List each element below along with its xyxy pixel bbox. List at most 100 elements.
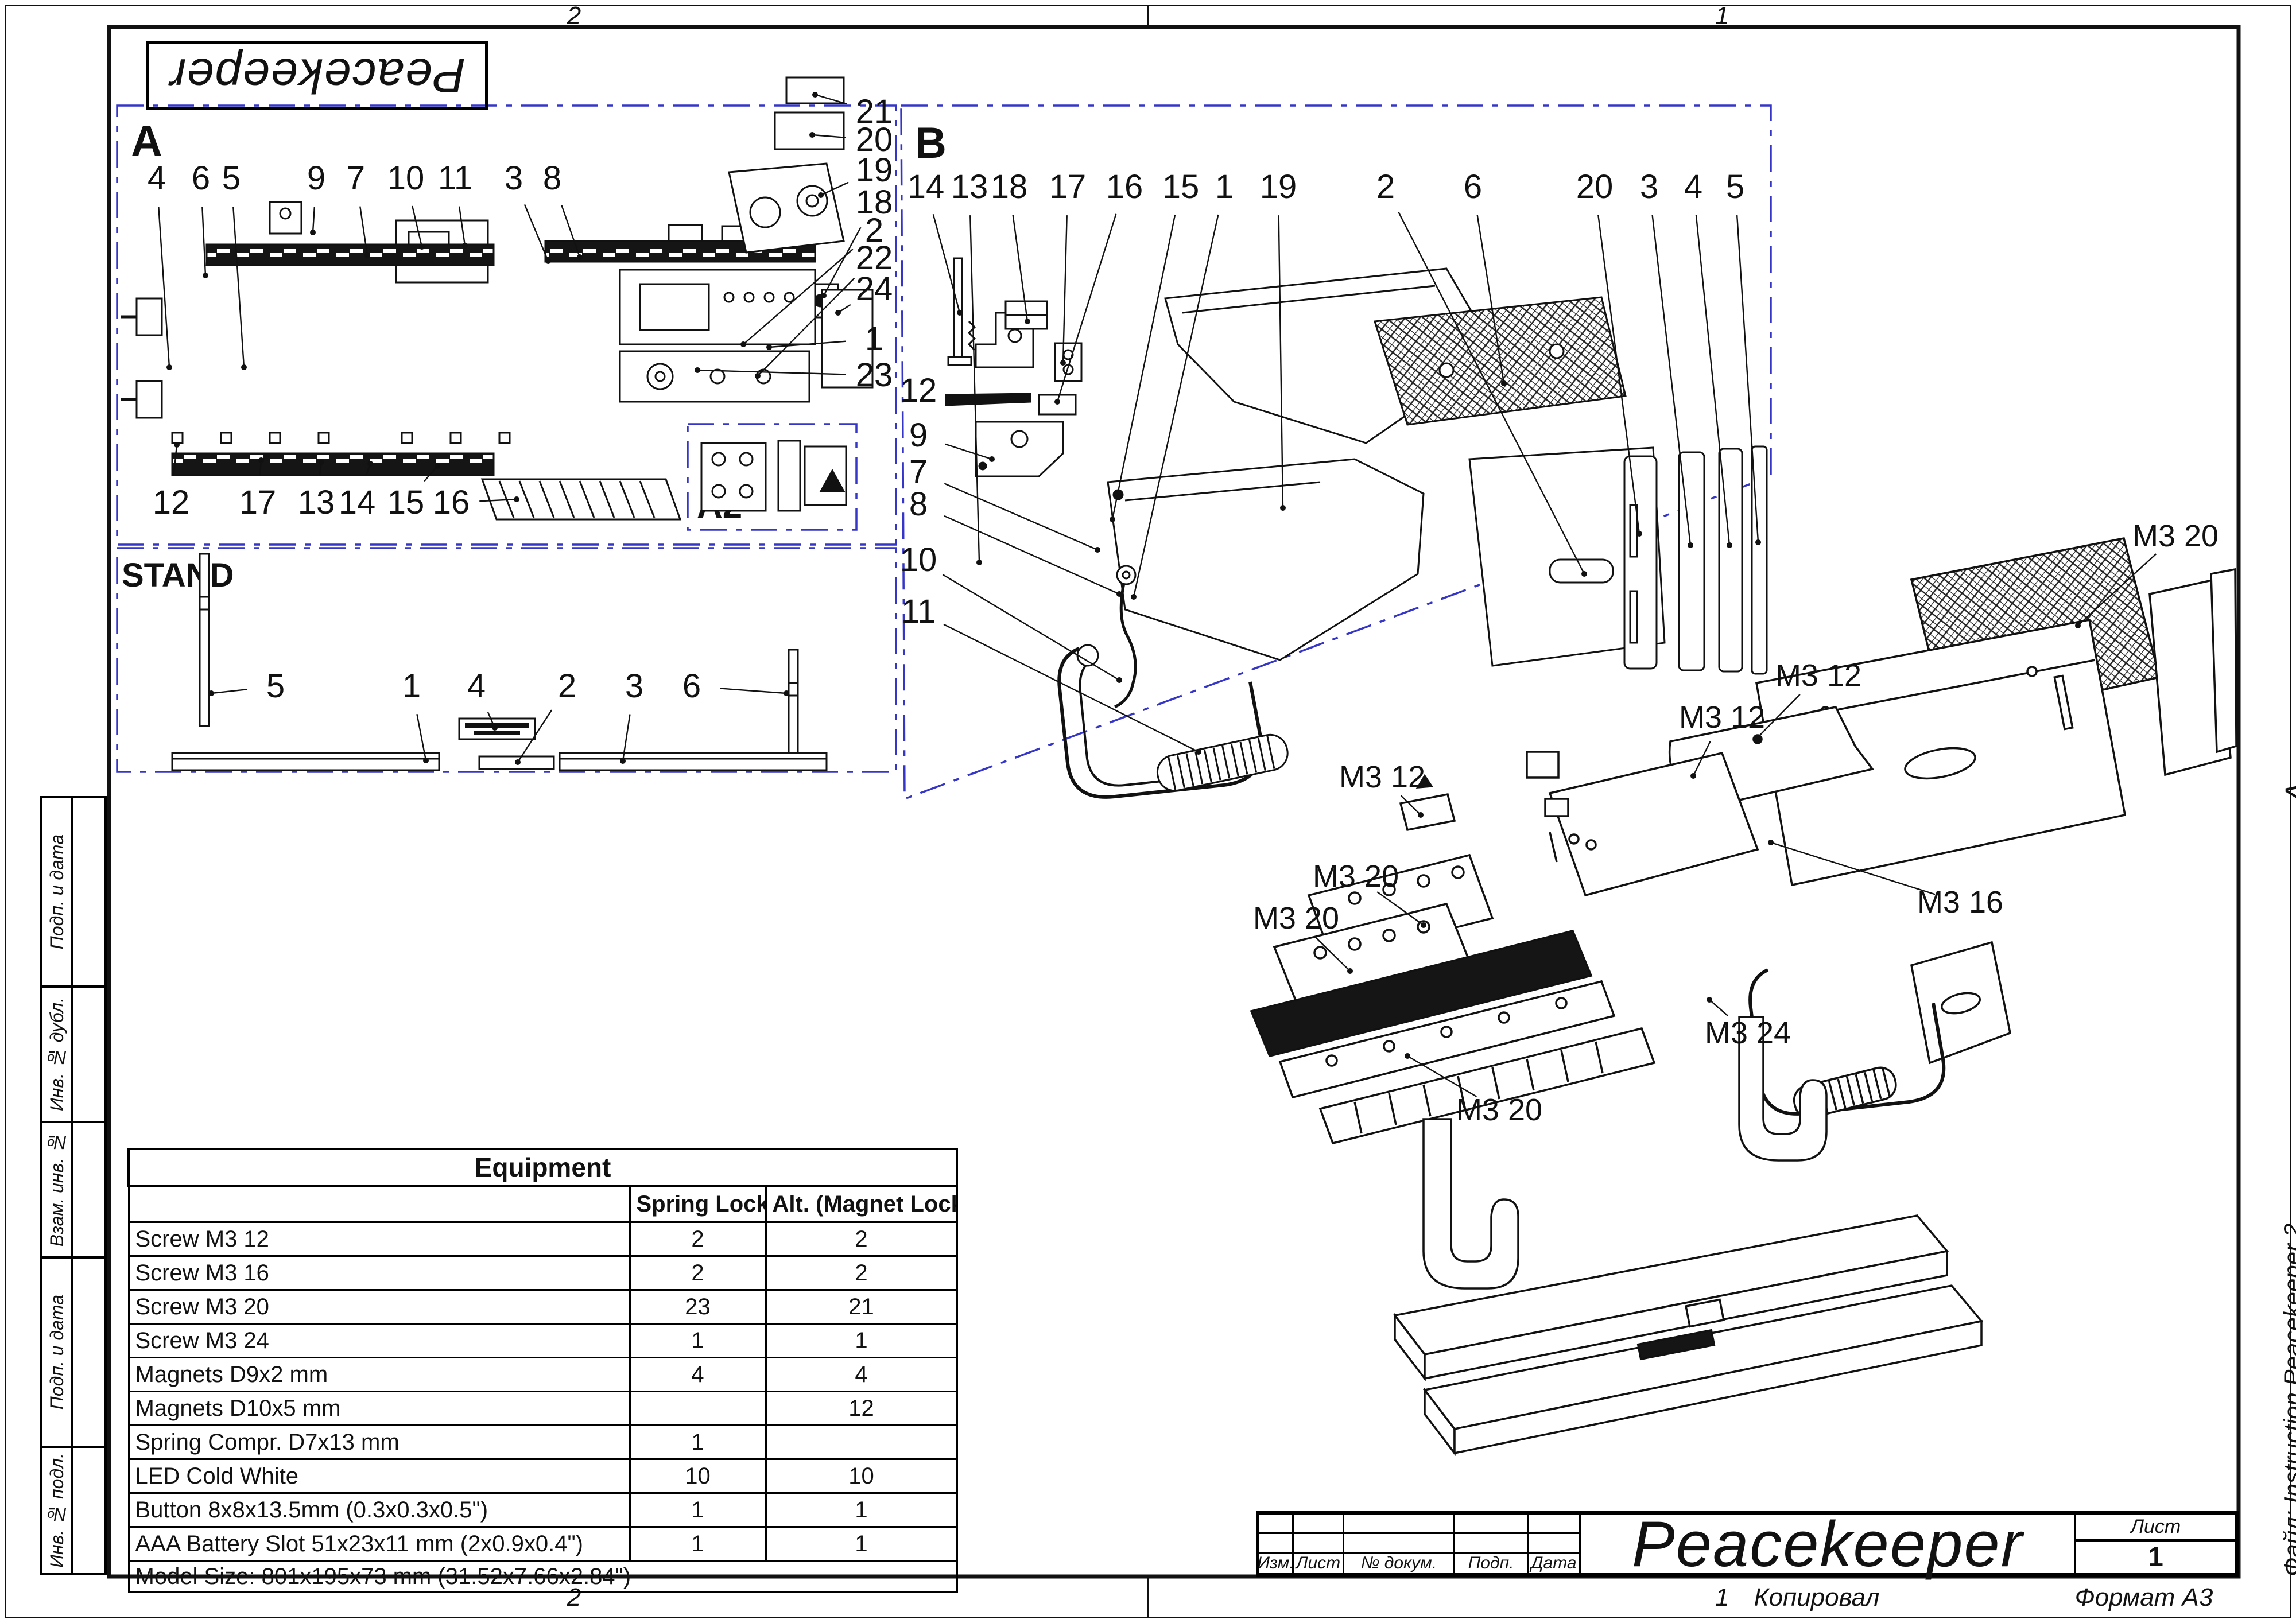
callout-label: 14 <box>907 168 945 205</box>
equipment-item-qty <box>765 1424 958 1460</box>
equipment-title: Equipment <box>127 1148 959 1187</box>
callout-label: M3 12 <box>1339 760 1425 794</box>
callout-label: 14 <box>339 484 376 521</box>
callout-label: 5 <box>1726 168 1744 205</box>
equipment-item-qty: 1 <box>765 1492 958 1528</box>
zone-number: 2 <box>567 2 581 30</box>
callout-label: M3 12 <box>1775 658 1861 693</box>
left-margin-label: Инв. № дубл. <box>46 997 67 1112</box>
callout-label: 16 <box>1106 168 1143 205</box>
callout-label: 6 <box>682 667 701 705</box>
callout-label: 7 <box>347 160 365 197</box>
equipment-item-qty: 1 <box>765 1526 958 1562</box>
callout-label: 4 <box>148 160 166 197</box>
equipment-item-qty: 1 <box>629 1323 767 1358</box>
left-margin-label: Подп. и дата <box>46 1294 67 1410</box>
callout-label: 6 <box>192 160 210 197</box>
equipment-table-wrap: Equipment Spring Lock Alt. (Magnet Lock)… <box>127 1148 959 1593</box>
equipment-col-blank <box>127 1185 631 1223</box>
equipment-col-alt: Alt. (Magnet Lock) <box>765 1185 958 1223</box>
equipment-item-qty: 4 <box>629 1357 767 1392</box>
sheet-label: Лист <box>2076 1515 2235 1542</box>
callout-label: 2 <box>865 212 883 249</box>
title-block-col-label: Лист <box>1294 1554 1344 1573</box>
callout-label: M3 24 <box>1705 1016 1791 1050</box>
callout-label: 8 <box>543 160 561 197</box>
title-block-col-label: № докум. <box>1344 1554 1455 1573</box>
callout-label: 24 <box>856 270 893 308</box>
callout-label: 5 <box>266 667 285 705</box>
callout-label: M3 12 <box>1679 700 1765 735</box>
equipment-col-spring: Spring Lock <box>629 1185 767 1223</box>
left-margin-label: Взам. инв. № <box>46 1132 67 1247</box>
callout-label: 2 <box>1376 168 1395 205</box>
callout-label: 12 <box>153 484 190 521</box>
equipment-item-name: Magnets D9x2 mm <box>127 1357 631 1392</box>
equipment-footer: Model Size: 801x195x73 mm (31.52x7.66x2.… <box>127 1560 958 1593</box>
equipment-item-name: Spring Compr. D7x13 mm <box>127 1424 631 1460</box>
callout-label: 17 <box>1049 168 1087 205</box>
left-margin-cell: Взам. инв. № <box>42 1123 104 1259</box>
left-margin-label: Подп. и дата <box>46 834 67 950</box>
left-margin-cell: Подп. и дата <box>42 1259 104 1448</box>
callout-label: 7 <box>909 453 928 491</box>
callout-label: M3 20 <box>2132 519 2219 553</box>
equipment-item-qty: 2 <box>629 1255 767 1291</box>
right-margin-zone-letter: A <box>2278 782 2296 803</box>
left-margin-cell: Инв. № подл. <box>42 1448 104 1573</box>
section-a-border <box>116 104 897 546</box>
callout-label: 18 <box>856 184 893 221</box>
sheet-frame <box>5 5 2291 1618</box>
callout-label: 18 <box>991 168 1028 205</box>
callout-label: 3 <box>1640 168 1658 205</box>
equipment-item-qty: 2 <box>629 1221 767 1257</box>
title-block-title: Peacekeeper <box>1631 1508 2024 1580</box>
callout-label: 13 <box>951 168 988 205</box>
zone-number: 1 <box>1715 1583 1729 1612</box>
callout-label: 10 <box>900 541 937 578</box>
equipment-item-qty: 2 <box>765 1255 958 1291</box>
equipment-item-qty: 10 <box>765 1458 958 1494</box>
callout-label: M3 20 <box>1253 901 1339 935</box>
equipment-item-qty: 1 <box>765 1323 958 1358</box>
section-a-label: A <box>131 117 162 166</box>
equipment-item-name: Screw M3 16 <box>127 1255 631 1291</box>
callout-label: 20 <box>1576 168 1614 205</box>
callout-label: 8 <box>909 486 928 523</box>
callout-label: 3 <box>505 160 523 197</box>
equipment-item-qty: 4 <box>765 1357 958 1392</box>
equipment-item-qty <box>629 1391 767 1426</box>
equipment-item-qty: 2 <box>765 1221 958 1257</box>
stand-label: STAND <box>122 557 234 594</box>
equipment-item-qty: 1 <box>629 1492 767 1528</box>
equipment-row: AAA Battery Slot 51x23x11 mm (2x0.9x0.4"… <box>127 1526 958 1562</box>
callout-label: M3 20 <box>1313 859 1399 894</box>
callout-label: 12 <box>900 372 937 409</box>
callout-label: 1 <box>402 667 421 705</box>
callout-label: 19 <box>1260 168 1297 205</box>
callout-label: 3 <box>625 667 643 705</box>
callout-label: 16 <box>433 484 470 521</box>
title-block-sheet: Лист 1 <box>2074 1515 2235 1573</box>
callout-label: 20 <box>856 121 893 158</box>
callout-label: 17 <box>239 484 277 521</box>
callout-label: 1 <box>865 320 883 358</box>
title-block-col-label: Изм. <box>1259 1554 1294 1573</box>
title-block-row-empty <box>1259 1534 1579 1554</box>
equipment-item-name: Magnets D10x5 mm <box>127 1391 631 1426</box>
callout-label: 23 <box>856 356 893 394</box>
